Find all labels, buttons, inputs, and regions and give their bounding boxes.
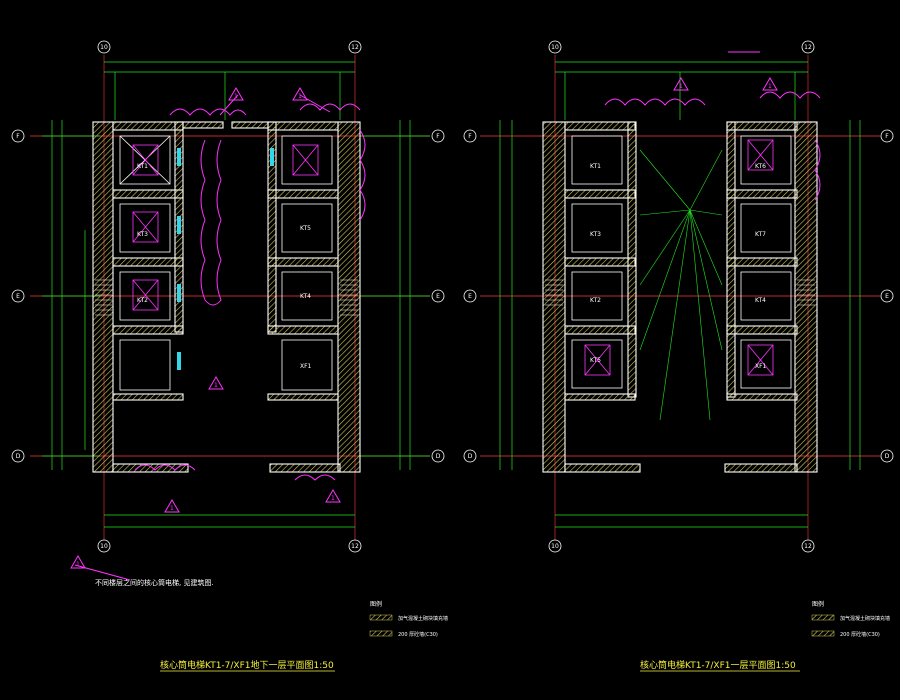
revision-mark-r1: 1 bbox=[679, 83, 683, 90]
revision-mark-6: 1 bbox=[214, 382, 218, 389]
legend-heading: 图例 bbox=[370, 600, 382, 608]
legend-right: 图例 加气混凝土砌块填充墙 200 厚砼墙(C30) bbox=[811, 600, 890, 638]
stairs-right-plan bbox=[545, 279, 815, 306]
car-label-r7: KT4 bbox=[755, 297, 766, 304]
legend-item-r2: 200 厚砼墙(C30) bbox=[840, 631, 880, 638]
car-label-r1: KT1 bbox=[590, 163, 601, 170]
dimension-lines bbox=[42, 61, 430, 528]
grid-label-10-top: 10 bbox=[100, 44, 108, 51]
grid-label-12-bottom: 12 bbox=[351, 543, 359, 550]
leader-lines-right bbox=[639, 149, 723, 421]
car-label-4: KT5 bbox=[300, 225, 311, 232]
stair-left bbox=[95, 279, 112, 316]
legend-item-r1: 加气混凝土砌块填充墙 bbox=[840, 615, 890, 622]
car-label-r6: KT7 bbox=[755, 231, 766, 238]
grid-bubbles-left bbox=[11, 40, 445, 553]
grid-label-f-left: F bbox=[16, 133, 20, 140]
car-label-r4: KT5 bbox=[590, 357, 601, 364]
grid-label-r10-top: 10 bbox=[551, 44, 559, 51]
left-plan-title: 核心筒电梯KT1-7/XF1地下一层平面图1:50 bbox=[160, 659, 334, 671]
right-plan-title: 核心筒电梯KT1-7/XF1一层平面图1:50 bbox=[640, 659, 796, 671]
revision-mark-5: 1 bbox=[331, 495, 335, 502]
left-note: 不同楼层之间的核心筒电梯, 见建筑图. bbox=[95, 578, 214, 587]
elevator-cars-left bbox=[119, 135, 333, 391]
right-floor-plan: KT1 KT3 KT2 KT5 KT6 KT7 KT4 XF1 bbox=[463, 40, 894, 672]
grid-label-rf-left: F bbox=[468, 133, 472, 140]
legend-item-2: 200 厚砼墙(C30) bbox=[398, 631, 438, 638]
revision-triangles-left: 1 1 1 1 1 1 bbox=[70, 87, 341, 569]
grid-label-e-left: E bbox=[16, 293, 20, 300]
grid-label-e-right: E bbox=[436, 293, 440, 300]
revision-mark-r2: 1 bbox=[768, 83, 772, 90]
left-floor-plan: KT1 KT3 KT2 KT5 KT4 XF1 bbox=[11, 40, 448, 672]
car-label-r3: KT2 bbox=[590, 297, 601, 304]
car-label-r8: XF1 bbox=[755, 363, 767, 370]
car-label-1: KT1 bbox=[137, 163, 148, 170]
grid-label-d-left: D bbox=[16, 453, 21, 460]
car-label-r5: KT6 bbox=[755, 163, 766, 170]
revision-mark-2: 1 bbox=[298, 93, 302, 100]
core-walls bbox=[92, 121, 361, 473]
legend-left: 图例 加气混凝土砌块填充墙 200 厚砼墙(C30) bbox=[369, 600, 448, 638]
car-label-6: XF1 bbox=[300, 363, 312, 370]
revision-mark-4: 1 bbox=[170, 505, 174, 512]
legend-heading-right: 图例 bbox=[812, 600, 824, 608]
grid-bubbles-right bbox=[463, 40, 894, 553]
core-walls-right bbox=[542, 121, 818, 473]
car-label-r2: KT3 bbox=[590, 231, 601, 238]
grid-label-f-right: F bbox=[436, 133, 440, 140]
grid-label-r12-top: 12 bbox=[804, 44, 812, 51]
elevator-cars-right bbox=[571, 135, 792, 389]
car-label-2: KT3 bbox=[137, 231, 148, 238]
grid-label-10-bottom: 10 bbox=[100, 543, 108, 550]
revision-mark-1: 1 bbox=[234, 93, 238, 100]
grid-label-rf-right: F bbox=[885, 133, 889, 140]
grid-label-rd-right: D bbox=[885, 453, 890, 460]
car-label-3: KT2 bbox=[137, 297, 148, 304]
car-label-5: KT4 bbox=[300, 293, 311, 300]
grid-label-rd-left: D bbox=[468, 453, 473, 460]
revision-clouds-right bbox=[604, 51, 821, 201]
stair-right bbox=[340, 279, 358, 316]
revision-clouds-left bbox=[74, 94, 366, 581]
dimension-lines-right bbox=[499, 61, 861, 528]
revision-mark-3: 1 bbox=[76, 561, 80, 568]
grid-label-re-left: E bbox=[468, 293, 472, 300]
grid-label-d-right: D bbox=[436, 453, 441, 460]
grid-label-r12-bottom: 12 bbox=[804, 543, 812, 550]
revision-triangles-right: 1 1 bbox=[673, 77, 778, 91]
door-markers bbox=[177, 148, 274, 370]
grid-label-re-right: E bbox=[885, 293, 889, 300]
legend-item-1: 加气混凝土砌块填充墙 bbox=[398, 615, 448, 622]
grid-label-r10-bottom: 10 bbox=[551, 543, 559, 550]
grid-label-12-top: 12 bbox=[351, 44, 359, 51]
